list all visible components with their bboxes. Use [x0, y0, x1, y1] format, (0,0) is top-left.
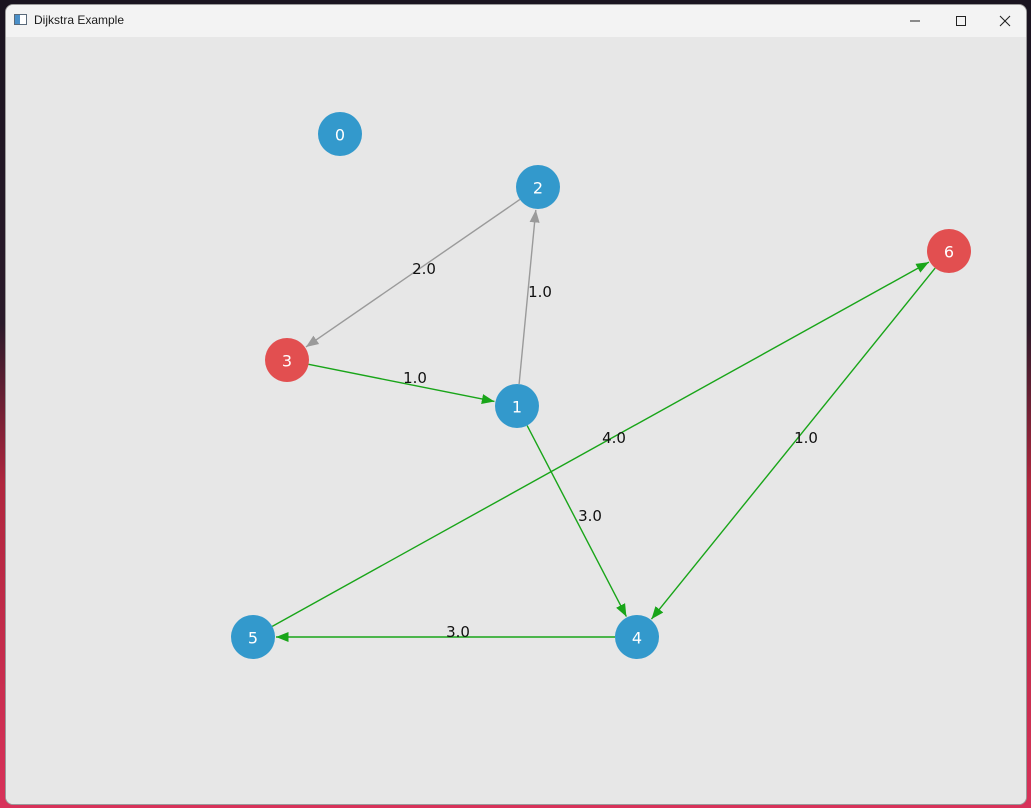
node-label: 4 — [632, 629, 642, 648]
edge-weight-label: 3.0 — [446, 623, 470, 641]
app-icon — [14, 14, 27, 25]
node-circle[interactable] — [495, 384, 539, 428]
node-circle[interactable] — [265, 338, 309, 382]
edge-6-4 — [650, 267, 936, 620]
maximize-button[interactable] — [938, 5, 984, 37]
edge-weight-label: 1.0 — [403, 369, 427, 387]
graph-node-6[interactable]: 6 — [927, 229, 971, 273]
edge-weight-label: 3.0 — [578, 507, 602, 525]
node-label: 2 — [533, 179, 543, 198]
edge-1-2 — [518, 209, 540, 385]
close-button[interactable] — [982, 5, 1026, 37]
maximize-icon — [956, 16, 966, 26]
node-circle[interactable] — [927, 229, 971, 273]
node-label: 3 — [282, 352, 292, 371]
node-label: 1 — [512, 398, 522, 417]
edge-2-3 — [305, 198, 521, 348]
node-label: 0 — [335, 126, 345, 145]
node-circle[interactable] — [231, 615, 275, 659]
close-icon — [999, 15, 1011, 27]
minimize-button[interactable] — [892, 5, 938, 37]
edge-3-1 — [308, 363, 495, 404]
app-window: Dijkstra Example — [5, 4, 1027, 805]
edge-5-6 — [271, 261, 930, 627]
minimize-icon — [910, 20, 920, 22]
graph-node-1[interactable]: 1 — [495, 384, 539, 428]
edges-layer — [271, 198, 936, 643]
title-bar[interactable]: Dijkstra Example — [6, 5, 1026, 37]
edge-1-4 — [526, 425, 628, 617]
graph-drawing: 2.0 1.0 1.0 3.0 4.0 1.0 3.0 0 1 2 3 4 5 6 — [231, 112, 971, 659]
node-label: 6 — [944, 243, 954, 262]
nodes-layer: 0 1 2 3 4 5 6 — [231, 112, 971, 659]
node-circle[interactable] — [516, 165, 560, 209]
edge-weight-label: 1.0 — [794, 429, 818, 447]
graph-canvas[interactable]: 2.0 1.0 1.0 3.0 4.0 1.0 3.0 0 1 2 3 4 5 6 — [6, 37, 1026, 804]
edge-weight-label: 2.0 — [412, 260, 436, 278]
node-label: 5 — [248, 629, 258, 648]
graph-node-2[interactable]: 2 — [516, 165, 560, 209]
graph-node-5[interactable]: 5 — [231, 615, 275, 659]
edge-weight-label: 1.0 — [528, 283, 552, 301]
graph-node-4[interactable]: 4 — [615, 615, 659, 659]
edge-labels-layer: 2.0 1.0 1.0 3.0 4.0 1.0 3.0 — [403, 260, 818, 641]
node-circle[interactable] — [318, 112, 362, 156]
graph-node-0[interactable]: 0 — [318, 112, 362, 156]
node-circle[interactable] — [615, 615, 659, 659]
window-title: Dijkstra Example — [34, 13, 125, 27]
graph-node-3[interactable]: 3 — [265, 338, 309, 382]
edge-weight-label: 4.0 — [602, 429, 626, 447]
